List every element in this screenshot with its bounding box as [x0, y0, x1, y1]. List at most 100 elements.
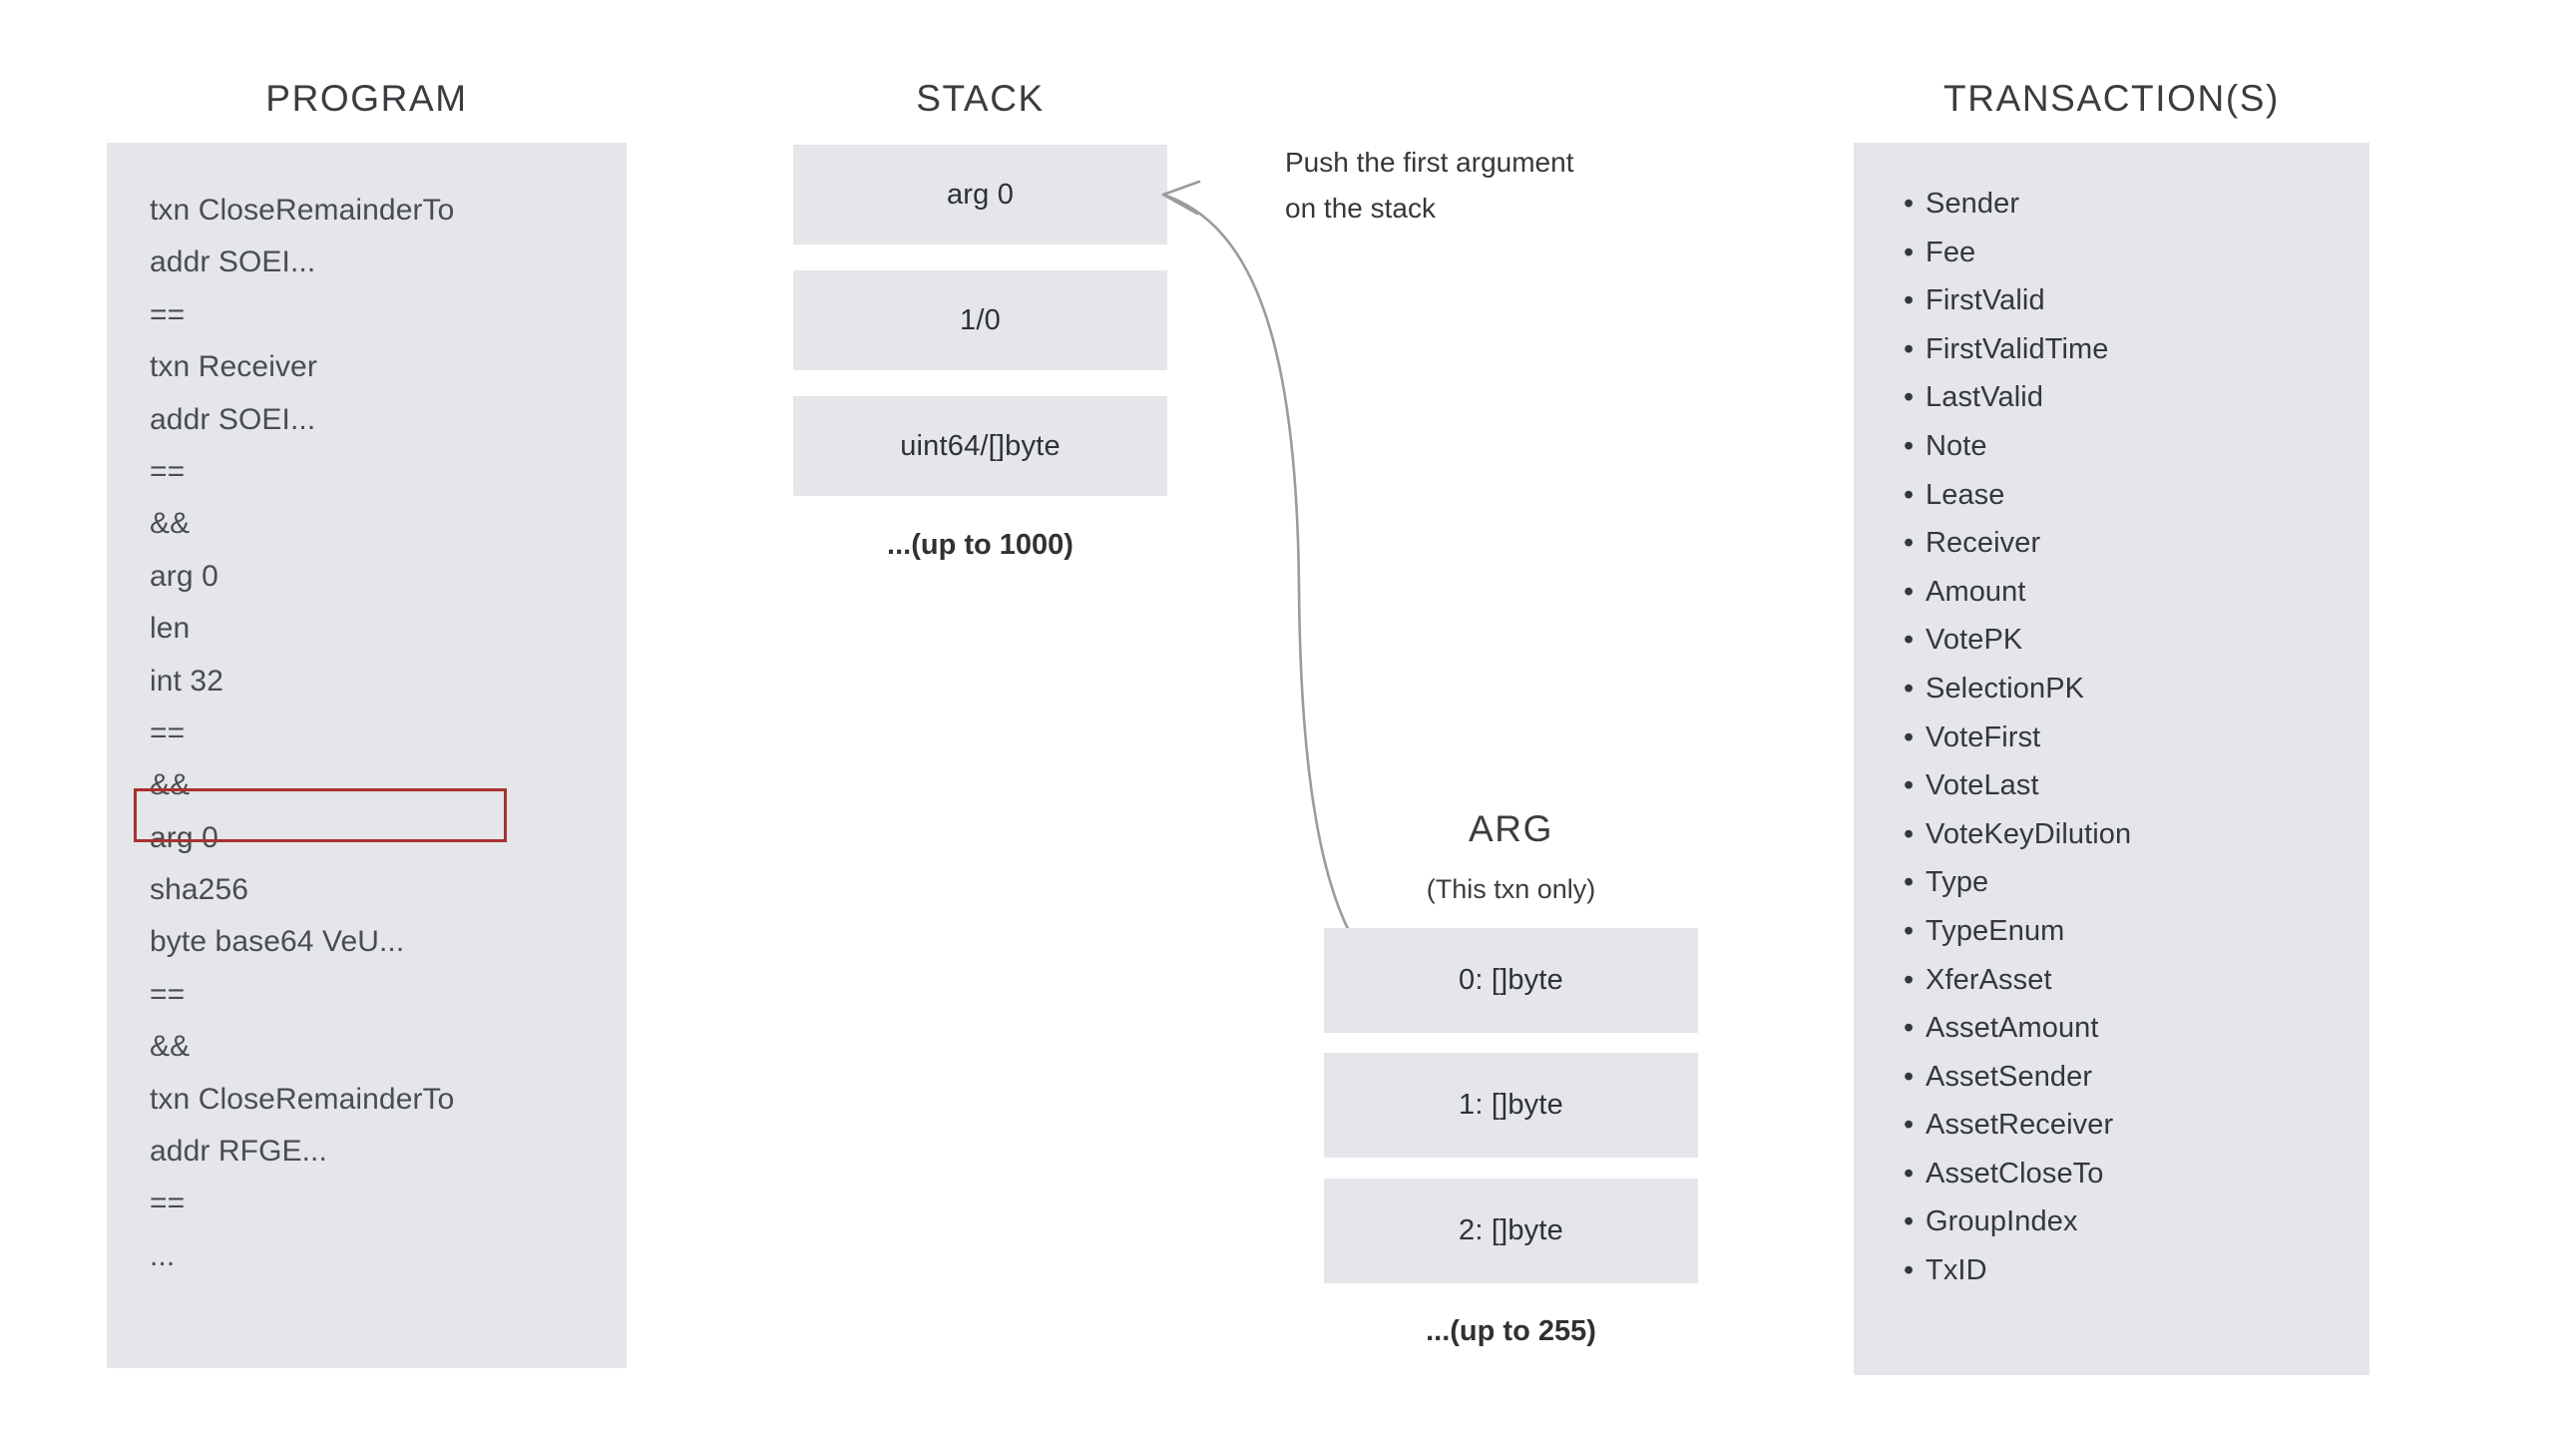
- program-line: ==: [150, 297, 186, 331]
- bullet-icon: •: [1904, 478, 1915, 511]
- program-line: byte base64 VeU...: [150, 925, 405, 959]
- transaction-field-item: • FirstValid: [1904, 276, 2333, 325]
- transactions-column-title: TRANSACTION(S): [1943, 78, 2280, 119]
- transaction-field-item: • VoteLast: [1904, 761, 2333, 810]
- transaction-field-label: AssetReceiver: [1926, 1109, 2114, 1142]
- program-line: ==: [150, 977, 186, 1011]
- arg-cell-1: 1: []byte: [1324, 1053, 1698, 1158]
- program-panel: [107, 143, 627, 1368]
- transaction-field-list: •Sender•Fee•FirstValid•FirstValidTime•La…: [1904, 180, 2333, 1295]
- transaction-field-item: •GroupIndex: [1904, 1197, 2333, 1246]
- program-line: txn CloseRemainderTo: [150, 1082, 455, 1116]
- program-column-title: PROGRAM: [265, 78, 468, 119]
- transaction-field-label: Sender: [1926, 188, 2020, 220]
- transaction-field-label: LastValid: [1926, 381, 2044, 414]
- transaction-field-label: Receiver: [1926, 527, 2041, 560]
- transaction-field-item: • Amount: [1904, 568, 2333, 617]
- transaction-field-label: TypeEnum: [1926, 914, 2065, 947]
- bullet-icon: •: [1904, 817, 1915, 850]
- annotation-line-1: Push the first argument: [1285, 147, 1574, 178]
- transaction-field-item: • Fee: [1904, 229, 2333, 277]
- bullet-icon: •: [1904, 236, 1915, 268]
- bullet-icon: •: [1904, 575, 1915, 608]
- program-line: int 32: [150, 664, 223, 698]
- arg-column-subtitle: (This txn only): [1426, 874, 1596, 904]
- arg-column-title: ARG: [1469, 808, 1553, 849]
- transaction-field-label: XferAsset: [1926, 963, 2052, 996]
- transaction-field-label: FirstValidTime: [1926, 332, 2109, 365]
- transaction-field-label: VoteFirst: [1926, 720, 2041, 753]
- program-line: arg 0: [150, 559, 218, 593]
- bullet-icon: •: [1904, 1254, 1915, 1287]
- arg-cell-0: 0: []byte: [1324, 928, 1698, 1033]
- transaction-field-label: AssetCloseTo: [1926, 1157, 2104, 1190]
- bullet-icon: •: [1904, 866, 1915, 899]
- transaction-field-label: VoteKeyDilution: [1926, 817, 2132, 850]
- stack-cell-1: 1/0: [793, 270, 1167, 370]
- stack-cell-0: arg 0: [793, 145, 1167, 244]
- bullet-icon: •: [1904, 429, 1915, 462]
- transaction-field-item: •VoteFirst: [1904, 714, 2333, 762]
- transaction-field-item: • AssetCloseTo: [1904, 1150, 2333, 1198]
- bullet-icon: •: [1904, 1157, 1915, 1190]
- transactions-panel: [1854, 143, 2369, 1375]
- program-line: ==: [150, 716, 186, 749]
- transaction-field-item: • LastValid: [1904, 373, 2333, 422]
- transaction-field-item: • VoteKeyDilution: [1904, 810, 2333, 859]
- stack-cell-2: uint64/[]byte: [793, 396, 1167, 496]
- program-line: addr SOEI...: [150, 402, 316, 436]
- program-line: &&: [150, 768, 191, 802]
- stack-column-title: STACK: [916, 78, 1045, 119]
- transaction-field-label: Note: [1926, 429, 1987, 462]
- bullet-icon: •: [1904, 284, 1915, 317]
- transaction-field-label: SelectionPK: [1926, 672, 2085, 705]
- transaction-field-label: Amount: [1926, 575, 2026, 608]
- bullet-icon: •: [1904, 769, 1915, 802]
- arg-cell-2: 2: []byte: [1324, 1179, 1698, 1283]
- transaction-field-label: AssetAmount: [1926, 1012, 2099, 1045]
- stack-overflow-note: ...(up to 1000): [887, 529, 1073, 561]
- transaction-field-label: TxID: [1926, 1254, 1987, 1287]
- program-line: addr RFGE...: [150, 1135, 327, 1169]
- transaction-field-label: Fee: [1926, 236, 1976, 268]
- program-line: txn Receiver: [150, 350, 317, 384]
- transaction-field-item: • XferAsset: [1904, 956, 2333, 1005]
- transaction-field-item: • Lease: [1904, 471, 2333, 520]
- transaction-field-label: VoteLast: [1926, 769, 2039, 802]
- push-arrow-path: [1162, 193, 1406, 995]
- program-line: &&: [150, 507, 191, 541]
- transaction-field-label: FirstValid: [1926, 284, 2045, 317]
- program-line: addr SOEI...: [150, 245, 316, 279]
- transaction-field-label: GroupIndex: [1926, 1205, 2078, 1238]
- bullet-icon: •: [1904, 1012, 1915, 1045]
- bullet-icon: •: [1904, 914, 1915, 947]
- transaction-field-label: Lease: [1926, 478, 2005, 511]
- program-line: &&: [150, 1030, 191, 1064]
- transaction-field-label: Type: [1926, 866, 1989, 899]
- program-line: ==: [150, 454, 186, 488]
- transaction-field-label: VotePK: [1926, 624, 2023, 657]
- transaction-field-item: •AssetSender: [1904, 1053, 2333, 1102]
- bullet-icon: •: [1904, 624, 1915, 657]
- bullet-icon: •: [1904, 1060, 1915, 1093]
- transaction-field-item: • SelectionPK: [1904, 665, 2333, 714]
- program-line: ...: [150, 1238, 176, 1272]
- transaction-field-item: • Note: [1904, 422, 2333, 471]
- arg-overflow-note: ...(up to 255): [1426, 1315, 1596, 1347]
- transaction-field-item: • VotePK: [1904, 616, 2333, 665]
- push-arrow-head: [1161, 180, 1201, 216]
- transaction-field-item: •FirstValidTime: [1904, 325, 2333, 374]
- annotation-line-2: on the stack: [1285, 193, 1436, 224]
- bullet-icon: •: [1904, 527, 1915, 560]
- program-line: arg 0: [150, 820, 218, 854]
- bullet-icon: •: [1904, 1109, 1915, 1142]
- bullet-icon: •: [1904, 381, 1915, 414]
- transaction-field-item: • AssetReceiver: [1904, 1101, 2333, 1150]
- transaction-field-item: •Sender: [1904, 180, 2333, 229]
- bullet-icon: •: [1904, 672, 1915, 705]
- transaction-field-item: • AssetAmount: [1904, 1004, 2333, 1053]
- annotation-text: Push the first argument on the stack: [1285, 140, 1664, 232]
- bullet-icon: •: [1904, 963, 1915, 996]
- transaction-field-item: • Type: [1904, 858, 2333, 907]
- program-line: txn CloseRemainderTo: [150, 194, 455, 227]
